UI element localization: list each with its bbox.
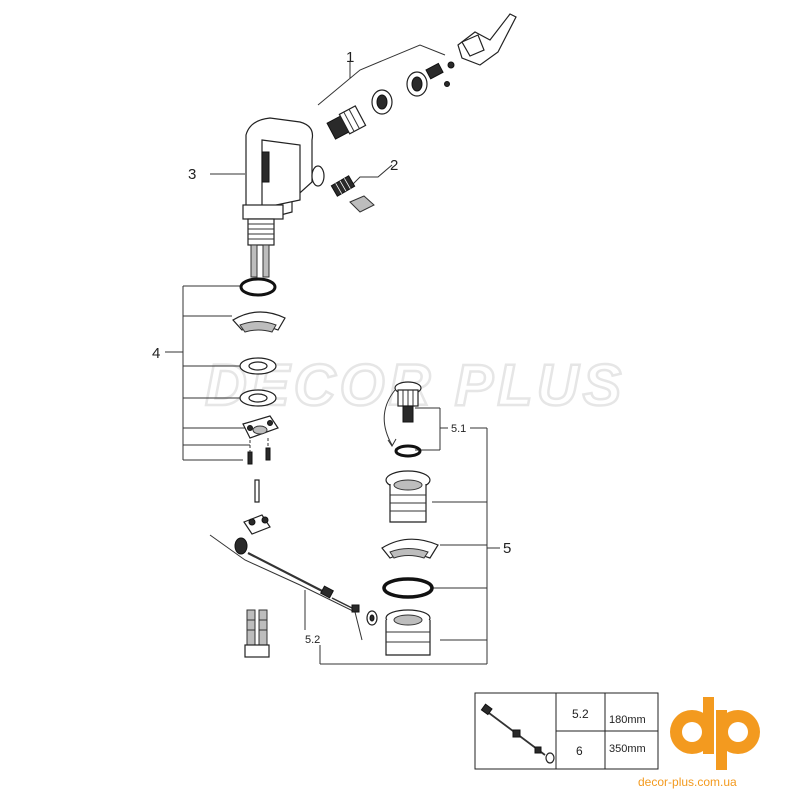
cartridge-set — [326, 13, 517, 140]
parts-table: 5.2 180mm 6 350mm — [474, 692, 659, 770]
callout-5: 5 — [503, 540, 511, 557]
faucet-body — [242, 117, 325, 278]
table-row-2-code: 6 — [576, 744, 583, 758]
aerator — [330, 175, 375, 213]
callout-4: 4 — [152, 345, 160, 362]
table-row-1-length: 180mm — [609, 714, 646, 726]
brand-site-url: decor-plus.com.ua — [638, 775, 737, 789]
callout-1: 1 — [346, 49, 354, 66]
callout-3: 3 — [188, 166, 196, 183]
lift-rod-assembly — [234, 514, 378, 658]
fixing-set — [232, 277, 286, 503]
callout-5-2: 5.2 — [305, 634, 320, 646]
callout-5-1: 5.1 — [451, 423, 466, 435]
table-row-2-length: 350mm — [609, 743, 646, 755]
callout-2: 2 — [390, 157, 398, 174]
brand-logo — [670, 697, 760, 770]
table-row-1-code: 5.2 — [572, 707, 589, 721]
pop-up-waste — [381, 381, 439, 656]
